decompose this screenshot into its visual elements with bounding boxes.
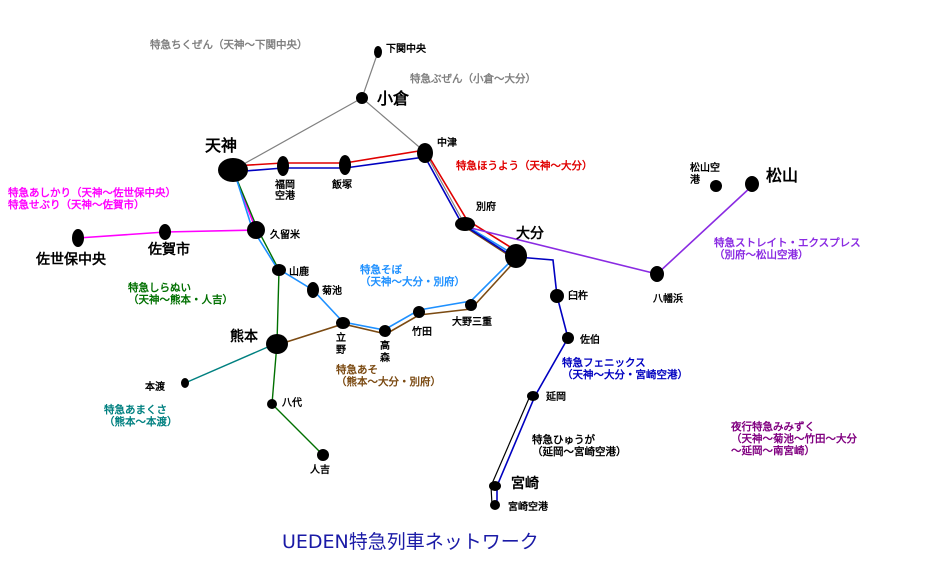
label-tateno-2: 野 — [336, 344, 346, 356]
line-chikuzen — [232, 51, 379, 171]
route-amakusa-2: （熊本～本渡） — [104, 415, 178, 428]
route-aso-1: 特急あそ — [336, 363, 378, 376]
node-kokura[interactable] — [356, 92, 368, 104]
station-labels: 下関中央 小倉 天神 福岡 空港 飯塚 中津 別府 大分 松山空 港 松山 久留… — [35, 42, 798, 513]
node-miyazaki-airport[interactable] — [490, 500, 500, 510]
page-title: UEDEN特急列車ネットワーク — [282, 531, 539, 553]
label-yatsushiro: 八代 — [281, 396, 302, 409]
route-shiranui-1: 特急しらぬい — [128, 281, 191, 294]
label-sasebo: 佐世保中央 — [35, 251, 107, 268]
label-takamori-2: 森 — [379, 351, 391, 364]
label-saga: 佐賀市 — [147, 241, 190, 258]
node-shimonoseki[interactable] — [374, 46, 382, 58]
label-shimonoseki: 下関中央 — [386, 42, 427, 55]
label-hitoyoshi: 人吉 — [310, 463, 330, 476]
label-nakatsu: 中津 — [437, 136, 457, 149]
node-matsuyama[interactable] — [745, 176, 759, 192]
label-kikuchi: 菊池 — [322, 284, 342, 297]
line-amakusa — [184, 342, 278, 384]
label-kokura: 小倉 — [377, 89, 410, 108]
label-saiki: 佐伯 — [579, 333, 600, 346]
line-ashikari — [77, 169, 258, 239]
label-ono-mie: 大野三重 — [452, 315, 492, 328]
node-miyazaki[interactable] — [489, 481, 501, 491]
route-strait-1: 特急ストレイト・エクスプレス — [714, 236, 861, 249]
node-nobeoka[interactable] — [527, 391, 539, 401]
route-phoenix-1: 特急フェニックス — [562, 356, 646, 369]
line-buzen — [361, 97, 516, 256]
node-nakatsu[interactable] — [417, 143, 433, 163]
route-labels: 特急ちくぜん（天神～下関中央） 特急ぶぜん（小倉～大分） 特急ほうよう（天神～大… — [8, 38, 861, 458]
node-tenjin[interactable] — [218, 158, 248, 182]
node-sasebo[interactable] — [72, 229, 84, 247]
node-kumamoto[interactable] — [266, 334, 288, 354]
label-usuki: 臼杵 — [568, 289, 588, 302]
line-hoyo — [232, 149, 516, 251]
label-oita: 大分 — [516, 225, 544, 242]
label-nobeoka: 延岡 — [545, 390, 566, 403]
route-shiranui-2: （天神～熊本・人吉） — [128, 293, 233, 306]
label-iizuka: 飯塚 — [331, 178, 352, 191]
route-hoyo: 特急ほうよう（天神～大分） — [456, 159, 593, 172]
route-seburi: 特急せぶり（天神～佐賀市） — [8, 198, 145, 211]
label-hondo: 本渡 — [145, 380, 166, 393]
label-kumamoto: 熊本 — [230, 328, 259, 345]
route-buzen: 特急ぶぜん（小倉～大分） — [410, 72, 536, 85]
node-kurume[interactable] — [247, 221, 265, 239]
node-oita[interactable] — [505, 244, 527, 268]
label-kurume: 久留米 — [269, 228, 301, 241]
station-nodes — [72, 46, 759, 510]
line-sobo — [232, 167, 518, 331]
node-saiki[interactable] — [562, 332, 574, 344]
route-mizuku-1: 夜行特急みみずく — [730, 420, 815, 433]
node-yamaga[interactable] — [272, 264, 286, 276]
label-tateno-1: 立 — [336, 331, 346, 344]
route-aso-2: （熊本～大分・別府） — [336, 375, 441, 388]
route-phoenix-2: （天神～大分・宮崎空港） — [562, 368, 688, 381]
node-matsuyama-airport[interactable] — [710, 180, 722, 192]
label-taketa: 竹田 — [411, 325, 432, 338]
label-beppu: 別府 — [475, 200, 496, 213]
label-takamori-1: 高 — [380, 339, 390, 352]
node-hondo[interactable] — [181, 378, 189, 388]
label-fukuoka-airport-2: 空港 — [275, 189, 296, 202]
label-matsuyama-airport-1: 松山空 — [690, 161, 720, 174]
route-ashikari: 特急あしかり（天神～佐世保中央） — [8, 186, 176, 199]
label-miyazaki: 宮崎 — [511, 475, 539, 492]
line-phoenix-north — [232, 156, 516, 259]
node-iizuka[interactable] — [339, 155, 351, 175]
route-strait-2: （別府～松山空港） — [714, 248, 809, 261]
route-sobo-2: （天神～大分・別府） — [360, 275, 465, 288]
route-mizuku-3: ～延岡～南宮崎） — [731, 444, 815, 457]
label-yawatahama: 八幡浜 — [652, 292, 683, 305]
label-matsuyama-airport-2: 港 — [690, 173, 701, 186]
node-tateno[interactable] — [336, 317, 350, 329]
route-mizuku-2: （天神～菊池～竹田～大分 — [731, 432, 857, 445]
label-fukuoka-airport-1: 福岡 — [274, 178, 295, 191]
node-beppu[interactable] — [455, 217, 475, 231]
route-chikuzen: 特急ちくぜん（天神～下関中央） — [150, 38, 308, 51]
route-hyuga-1: 特急ひゅうが — [532, 433, 595, 446]
label-matsuyama: 松山 — [766, 166, 798, 185]
node-takamori[interactable] — [379, 325, 391, 337]
node-fukuoka-airport[interactable] — [277, 156, 289, 176]
node-hitoyoshi[interactable] — [317, 449, 329, 461]
node-ono-mie[interactable] — [465, 299, 477, 311]
route-hyuga-2: （延岡～宮崎空港） — [532, 445, 627, 458]
node-taketa[interactable] — [413, 306, 425, 318]
label-tenjin: 天神 — [205, 136, 237, 155]
node-kikuchi[interactable] — [307, 282, 319, 298]
node-saga[interactable] — [159, 224, 171, 240]
route-amakusa-1: 特急あまくさ — [104, 403, 167, 416]
label-miyazaki-airport: 宮崎空港 — [508, 500, 549, 513]
line-shiranui — [232, 169, 324, 456]
node-usuki[interactable] — [550, 289, 564, 303]
node-yatsushiro[interactable] — [267, 399, 277, 409]
node-yawatahama[interactable] — [650, 266, 664, 282]
route-sobo-1: 特急そぼ — [360, 263, 402, 276]
label-yamaga: 山鹿 — [289, 265, 309, 278]
